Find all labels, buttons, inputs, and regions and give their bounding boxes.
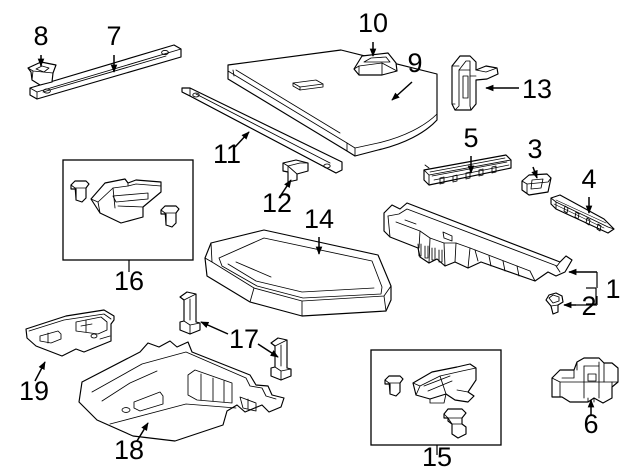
part-cargo-storage-tray xyxy=(204,229,392,317)
callout-number-6: 6 xyxy=(583,409,598,439)
callout-number-13: 13 xyxy=(522,74,552,104)
part-floor-retainer-post-left xyxy=(179,291,201,335)
part-rail-end-bracket-clip xyxy=(282,159,309,183)
callout-number-2: 2 xyxy=(581,291,596,321)
part-lower-rail-trim-bar xyxy=(181,87,343,174)
part-floor-retainer-post-right xyxy=(270,337,292,381)
callout-number-1: 1 xyxy=(605,274,620,304)
part-jack-storage-bracket xyxy=(551,357,619,404)
callout-number-18: 18 xyxy=(114,435,144,465)
part-rail-end-cap-clip xyxy=(27,61,57,86)
callout-number-17: 17 xyxy=(229,324,259,354)
callout-number-4: 4 xyxy=(581,164,596,194)
part-small-cap-cover xyxy=(521,173,552,196)
part-upper-rail-trim-bar xyxy=(29,44,182,100)
callout-number-5: 5 xyxy=(463,123,478,153)
part-cargo-cover-shade-panel xyxy=(227,49,438,157)
callout-leaders xyxy=(34,42,598,442)
part-rear-sill-trim-panel xyxy=(383,202,573,282)
callout-number-9: 9 xyxy=(407,48,422,78)
part-ribbed-trim-strip-center xyxy=(423,154,512,186)
callout-number-19: 19 xyxy=(19,376,49,406)
callout-number-3: 3 xyxy=(527,134,542,164)
kit-box-16 xyxy=(62,159,194,272)
part-ribbed-trim-strip-right xyxy=(550,194,615,234)
callout-numbers: 8 7 10 9 13 5 3 4 11 12 14 1 2 6 16 15 1… xyxy=(19,8,621,471)
part-cargo-floor-load-panel xyxy=(78,340,285,442)
part-cover-handle-grip xyxy=(353,52,398,76)
callout-number-10: 10 xyxy=(358,8,388,38)
part-push-retainer-clip xyxy=(545,292,564,315)
callout-number-16: 16 xyxy=(114,266,144,296)
kit-box-15 xyxy=(370,349,502,455)
part-cargo-floor-side-panel xyxy=(25,309,115,357)
callout-number-12: 12 xyxy=(262,188,292,218)
part-side-mounting-bracket xyxy=(451,55,499,111)
callout-number-15: 15 xyxy=(422,442,452,471)
callout-number-8: 8 xyxy=(33,21,48,51)
callout-number-14: 14 xyxy=(304,204,334,234)
callout-number-7: 7 xyxy=(106,21,121,51)
callout-number-11: 11 xyxy=(213,139,241,169)
